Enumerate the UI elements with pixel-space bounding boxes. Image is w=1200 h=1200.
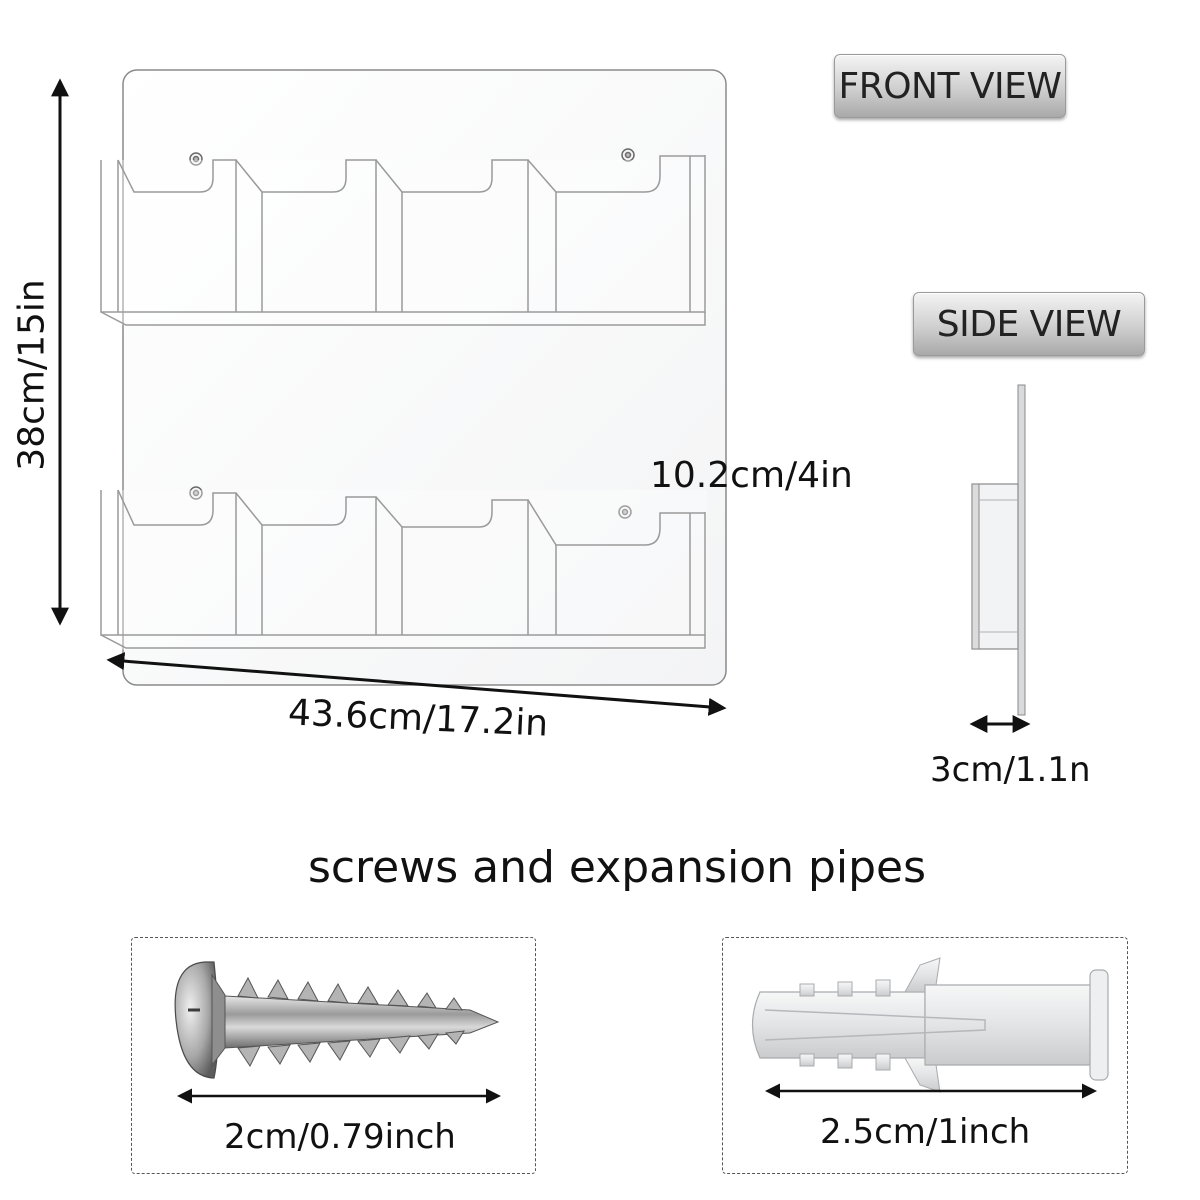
depth-dimension-label: 3cm/1.1n — [930, 750, 1091, 790]
height-dimension-label: 38cm/15in — [11, 279, 53, 471]
mounting-holes — [189, 148, 635, 519]
side-view-drawing — [971, 384, 1026, 716]
pocket-row-top — [100, 155, 707, 326]
screw-panel — [131, 937, 536, 1174]
side-view-badge: SIDE VIEW — [913, 292, 1145, 356]
pocket-dimension-label: 10.2cm/4in — [650, 455, 853, 496]
screw-size-label: 2cm/0.79inch — [224, 1117, 456, 1157]
pocket-row-bottom — [100, 489, 707, 650]
anchor-panel — [722, 937, 1128, 1174]
anchor-size-label: 2.5cm/1inch — [820, 1112, 1031, 1152]
screw-icon — [174, 961, 500, 1079]
width-dimension-arrow — [106, 652, 727, 716]
front-view-badge: FRONT VIEW — [834, 54, 1066, 118]
hardware-section-title: screws and expansion pipes — [307, 842, 927, 893]
